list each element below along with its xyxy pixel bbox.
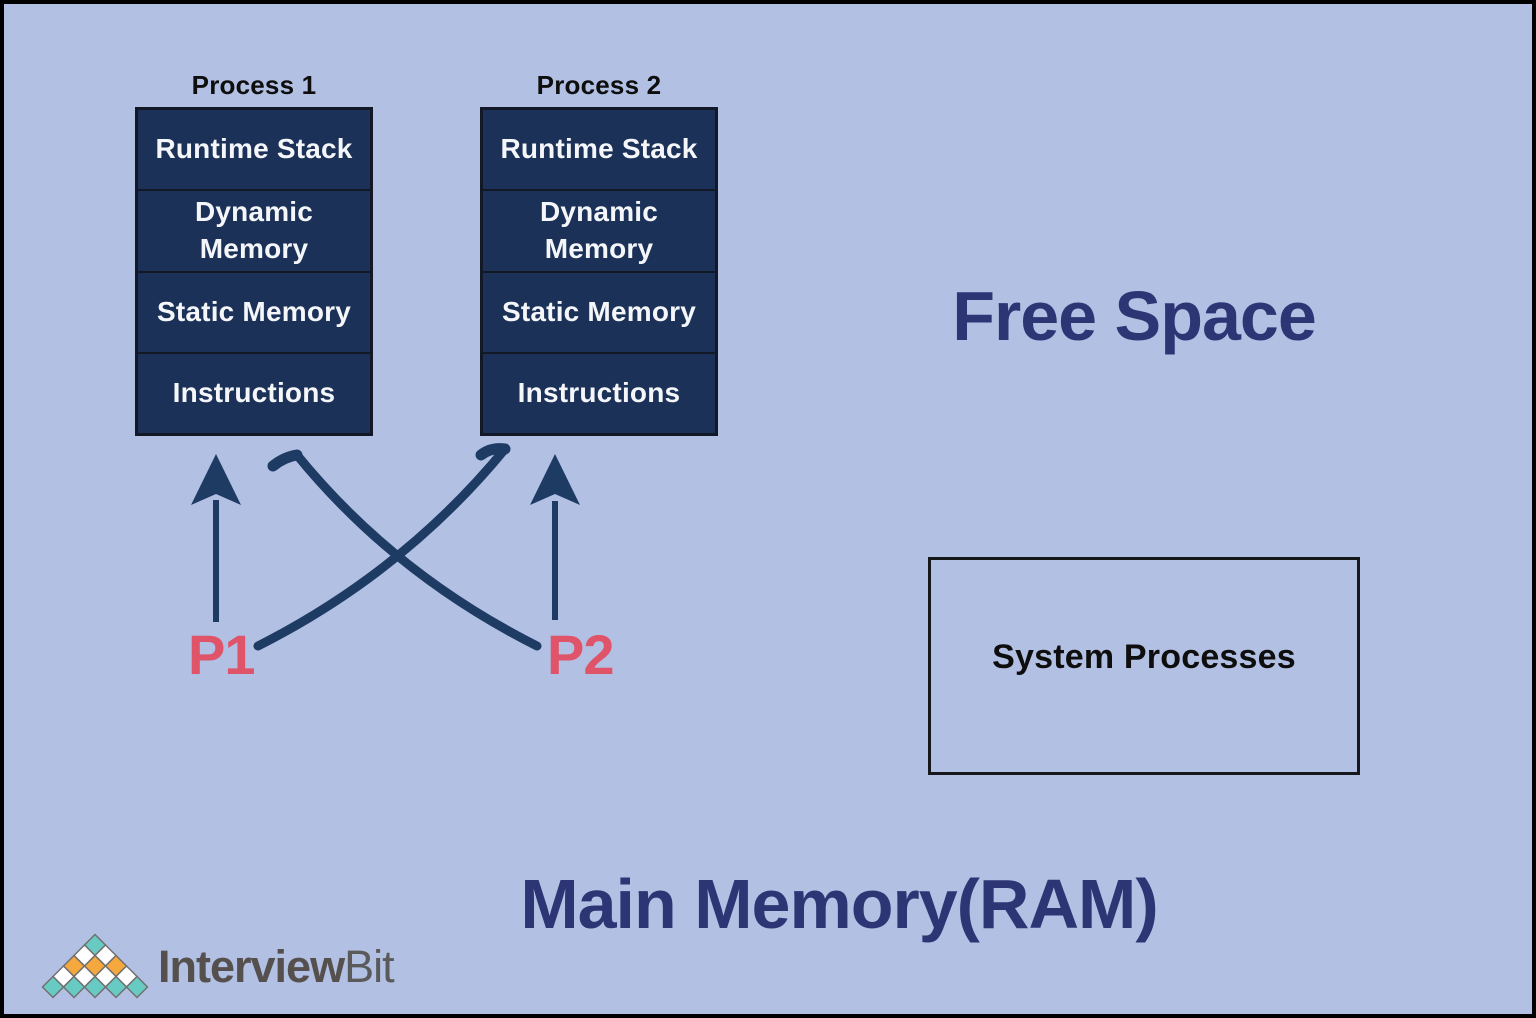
arrowhead-icon [475,443,511,461]
logo-diamond-teal [125,975,149,999]
arrowhead-icon [267,449,303,472]
main-memory-title: Main Memory(RAM) [520,865,1158,943]
system-processes-label: System Processes [992,637,1296,676]
arrowhead-icon [191,454,241,505]
interviewbit-logo: InterviewBit [40,933,395,1001]
arrowhead-icon [530,454,580,505]
memory-section-dynamic-memory: Dynamic Memory [483,189,715,270]
memory-section-dynamic-memory: Dynamic Memory [138,189,370,270]
pointer-label-p2: P2 [547,623,614,686]
brand-name-bit: Bit [344,941,395,992]
arrow-p1-to-process2 [253,443,511,651]
brand-name-interview: Interview [158,941,345,992]
process-2-stack: Process 2 Runtime Stack Dynamic Memory S… [480,70,718,436]
free-space-label: Free Space [952,277,1317,355]
logo-diamond-teal [104,975,128,999]
memory-section-static-memory: Static Memory [138,270,370,352]
brand-name: InterviewBit [158,933,395,1001]
process-1-stack: Process 1 Runtime Stack Dynamic Memory S… [135,70,373,436]
logo-diamond-teal [62,975,86,999]
pointer-label-p1: P1 [188,623,255,686]
logo-diamond-teal [41,975,65,999]
system-processes-box: System Processes [928,557,1360,775]
memory-section-runtime-stack: Runtime Stack [155,133,353,165]
memory-section-static-memory: Static Memory [483,270,715,352]
arrow-p1-to-process1 [191,454,241,622]
arrow-p2-to-process1 [267,449,542,651]
memory-section-instructions: Instructions [138,351,370,433]
process-2-title: Process 2 [536,70,662,100]
process-1-title: Process 1 [191,70,317,100]
arrow-p2-to-process2 [530,454,580,620]
logo-pyramid-icon [41,933,149,999]
process-2-memory-box: Runtime Stack Dynamic Memory Static Memo… [480,107,718,436]
memory-section-runtime-stack: Runtime Stack [500,133,698,165]
logo-diamond-teal [83,975,107,999]
process-1-memory-box: Runtime Stack Dynamic Memory Static Memo… [135,107,373,436]
memory-section-instructions: Instructions [483,351,715,433]
